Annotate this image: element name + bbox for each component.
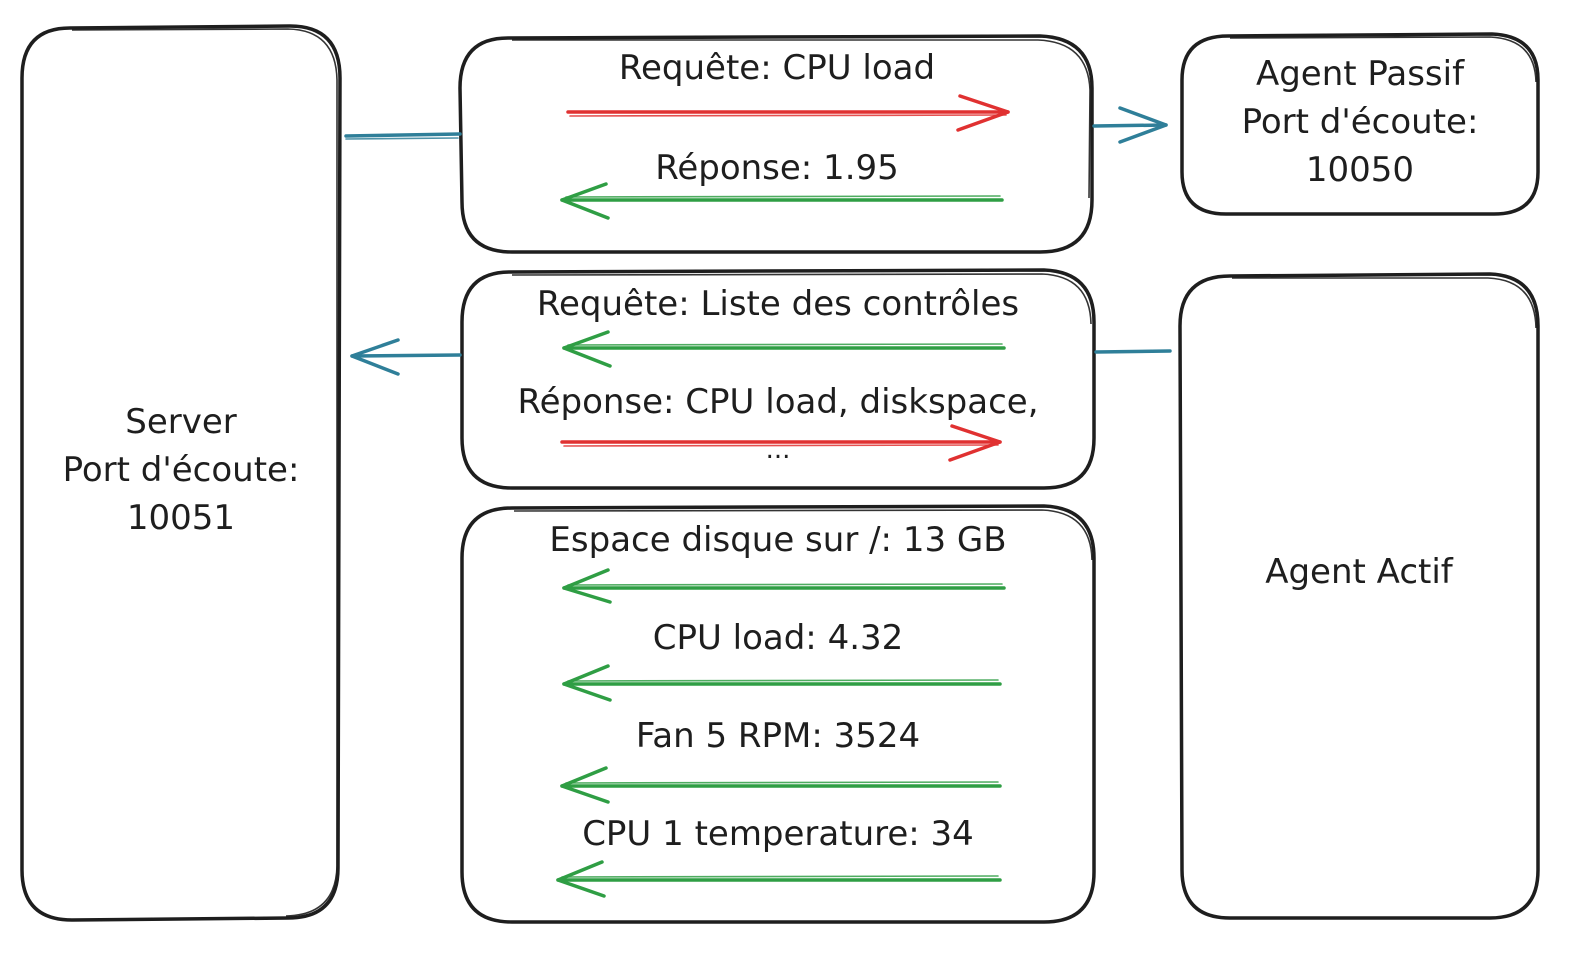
agent-actif-box <box>1178 272 1540 920</box>
active-values-box <box>460 504 1096 924</box>
value-label-fan: Fan 5 RPM: 3524 <box>635 716 921 756</box>
value-label-cpu-temp: CPU 1 temperature: 34 <box>582 814 974 854</box>
server-port-caption: Port d'écoute: <box>62 450 300 490</box>
agent-passif-label: Agent Passif Port d'écoute: 10050 <box>1182 50 1538 194</box>
active-request-label: Requête: Liste des contrôles <box>536 284 1020 324</box>
agent-passif-name: Agent Passif <box>1255 54 1465 94</box>
agent-passif-box <box>1180 32 1540 216</box>
passive-to-agent-arrow <box>1092 106 1168 144</box>
agent-actif-label: Agent Actif <box>1265 552 1453 592</box>
server-label: Server Port d'écoute: 10051 <box>22 398 340 542</box>
value-arrow-2 <box>562 664 1002 702</box>
value-arrow-1 <box>562 568 1006 604</box>
response-arrow-checks-list <box>560 424 1002 462</box>
agent-passif-port-number: 10050 <box>1305 150 1415 190</box>
request-arrow-cpu-load <box>566 94 1010 132</box>
active-to-server-arrow <box>350 338 462 376</box>
agent-actif-connector <box>1094 349 1172 354</box>
server-port-number: 10051 <box>126 498 236 538</box>
value-label-cpu-load: CPU load: 4.32 <box>652 618 904 658</box>
active-response-label: Réponse: CPU load, diskspace, <box>517 382 1039 422</box>
agent-passif-port-caption: Port d'écoute: <box>1241 102 1479 142</box>
server-box <box>20 24 342 922</box>
server-to-passive-connector <box>344 132 462 140</box>
passive-exchange-box <box>458 34 1094 254</box>
passive-request-label: Requête: CPU load <box>618 48 936 88</box>
server-name: Server <box>125 402 237 442</box>
active-response-ellipsis: ... <box>765 435 791 465</box>
value-arrow-4 <box>556 860 1002 898</box>
active-exchange-box <box>460 268 1096 490</box>
value-label-disk: Espace disque sur /: 13 GB <box>549 520 1007 560</box>
response-arrow-1-95 <box>560 182 1004 220</box>
passive-response-label: Réponse: 1.95 <box>655 148 899 188</box>
value-arrow-3 <box>560 766 1002 804</box>
request-arrow-liste-controles <box>562 330 1006 368</box>
